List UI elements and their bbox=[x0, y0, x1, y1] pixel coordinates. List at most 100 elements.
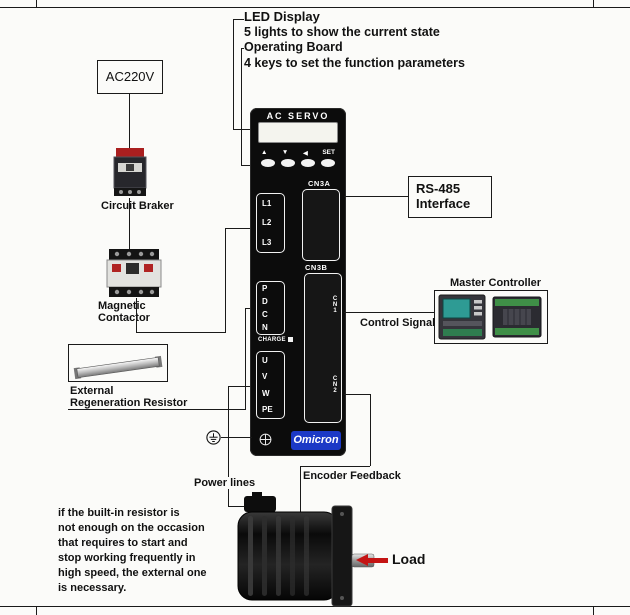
charge-label: CHARGE bbox=[258, 337, 286, 343]
frame-bottom-tick-left bbox=[36, 607, 37, 615]
earth-ground-icon bbox=[206, 430, 221, 450]
wire-encoder-v1 bbox=[370, 394, 371, 466]
terminal-l1: L1 bbox=[262, 199, 272, 209]
regen-resistor-box bbox=[68, 344, 168, 382]
leader-led-tick bbox=[233, 19, 244, 20]
operating-board-desc: 4 keys to set the function parameters bbox=[244, 55, 465, 70]
terminal-u: U bbox=[262, 355, 268, 365]
terminal-p: P bbox=[262, 284, 268, 293]
wire-source-to-breaker bbox=[129, 94, 130, 148]
master-controller-devices-icon bbox=[438, 294, 542, 340]
wire-into-l-terminals bbox=[225, 228, 250, 229]
magnetic-contactor-label-1: Magnetic bbox=[98, 300, 146, 312]
operating-board-label: Operating Board bbox=[244, 40, 343, 54]
note-line: stop working frequently in bbox=[58, 552, 196, 564]
magnetic-contactor-icon bbox=[106, 248, 162, 303]
note-line: not enough on the occasion bbox=[58, 522, 205, 534]
frame-top-tick-left bbox=[36, 0, 37, 7]
note-line: if the built-in resistor is bbox=[58, 507, 180, 519]
wire-encoder-v2 bbox=[300, 466, 301, 514]
wire-power-v bbox=[228, 386, 229, 506]
wire-cn3a-to-rs485 bbox=[344, 196, 408, 197]
encoder-feedback-label: Encoder Feedback bbox=[303, 470, 401, 482]
servo-motor-image bbox=[232, 492, 377, 615]
terminal-w: W bbox=[262, 388, 270, 398]
wire-encoder-h2 bbox=[300, 466, 370, 467]
dc-bus-terminal-block: P D C N bbox=[256, 281, 285, 335]
key-left-glyph: ◀ bbox=[302, 150, 308, 157]
top-annotation-block: LED Display 5 lights to show the current… bbox=[244, 9, 465, 71]
brand-logo: Omicron bbox=[291, 431, 341, 450]
rs485-label-1: RS-485 bbox=[416, 181, 461, 196]
led-display-desc: 5 lights to show the current state bbox=[244, 24, 440, 39]
wire-breaker-to-contactor bbox=[129, 198, 130, 250]
master-controller-box bbox=[434, 290, 548, 344]
key-left-button bbox=[301, 159, 315, 167]
rs485-box: RS-485 Interface bbox=[408, 176, 492, 218]
load-arrow-tail bbox=[368, 558, 388, 563]
wire-contactor-right bbox=[136, 332, 226, 333]
circuit-breaker-icon bbox=[110, 146, 150, 203]
control-signal-label: Control Signal bbox=[360, 317, 436, 329]
terminal-l3: L3 bbox=[262, 237, 272, 247]
key-down-button bbox=[281, 159, 295, 167]
leader-keys-vline bbox=[241, 48, 242, 165]
wire-encoder-h1 bbox=[344, 394, 370, 395]
drive-header: AC SERVO bbox=[266, 111, 330, 121]
charge-led-indicator bbox=[288, 337, 293, 342]
master-controller-label: Master Controller bbox=[450, 277, 542, 289]
key-up-button bbox=[261, 159, 275, 167]
note-line: high speed, the external one bbox=[58, 567, 207, 579]
terminal-c: C bbox=[262, 310, 268, 319]
frame-top-line bbox=[0, 7, 630, 8]
load-label: Load bbox=[392, 551, 426, 567]
terminal-d: D bbox=[262, 297, 268, 306]
wire-resistor-right bbox=[68, 409, 245, 410]
key-labels-row: ▲ ▼ ◀ SET bbox=[261, 149, 335, 157]
key-up-glyph: ▲ bbox=[261, 149, 268, 156]
frame-bottom-line bbox=[0, 606, 630, 607]
servo-drive-panel: AC SERVO ▲ ▼ ◀ SET CN3A L1 L2 L3 CN3B P … bbox=[250, 108, 346, 456]
terminal-pe: PE bbox=[262, 405, 273, 415]
note-line: is necessary. bbox=[58, 582, 127, 594]
motor-output-terminal-block: U V W PE bbox=[256, 351, 285, 419]
key-down-glyph: ▼ bbox=[281, 149, 289, 156]
key-buttons-row bbox=[261, 159, 335, 167]
wire-power-h2 bbox=[228, 506, 246, 507]
regen-resistor-label-1: External bbox=[70, 385, 114, 397]
magnetic-contactor-label-2: Contactor bbox=[98, 312, 150, 324]
terminal-v: V bbox=[262, 372, 268, 382]
terminal-l2: L2 bbox=[262, 218, 272, 228]
ground-screw-icon bbox=[259, 433, 272, 451]
cn3a-label: CN3A bbox=[308, 179, 331, 188]
wire-control-signal bbox=[344, 312, 434, 313]
power-input-terminal-block: L1 L2 L3 bbox=[256, 193, 285, 253]
rs485-label-2: Interface bbox=[416, 196, 471, 211]
wire-resistor-up bbox=[245, 308, 246, 410]
cn3b-connector: CN1 CN2 bbox=[304, 273, 342, 423]
cn2-port-label: CN2 bbox=[332, 376, 338, 394]
cn3a-connector bbox=[302, 189, 340, 261]
frame-top-tick-right bbox=[593, 0, 594, 7]
wire-into-dc-terminals bbox=[245, 308, 250, 309]
cn1-port-label: CN1 bbox=[332, 296, 338, 314]
wire-contactor-up bbox=[225, 228, 226, 333]
leader-led-vline bbox=[233, 19, 234, 129]
cn3b-label: CN3B bbox=[305, 263, 328, 272]
regen-resistor-icon bbox=[73, 355, 163, 380]
resistor-note: if the built-in resistor is not enough o… bbox=[58, 506, 250, 596]
ac-source-label: AC220V bbox=[105, 69, 155, 84]
wire-contactor-down bbox=[136, 298, 137, 333]
led-display bbox=[258, 122, 338, 143]
load-arrow-head bbox=[356, 554, 368, 566]
key-set-button bbox=[321, 159, 335, 167]
key-set-label: SET bbox=[322, 149, 335, 156]
circuit-breaker-label: Circuit Braker bbox=[101, 200, 174, 212]
led-display-label: LED Display bbox=[244, 9, 320, 24]
wire-ground bbox=[221, 437, 252, 438]
power-lines-label: Power lines bbox=[192, 477, 258, 489]
leader-keys-tick bbox=[241, 48, 244, 49]
regen-resistor-label-2: Regeneration Resistor bbox=[70, 397, 188, 409]
leader-keys-hline bbox=[241, 165, 250, 166]
